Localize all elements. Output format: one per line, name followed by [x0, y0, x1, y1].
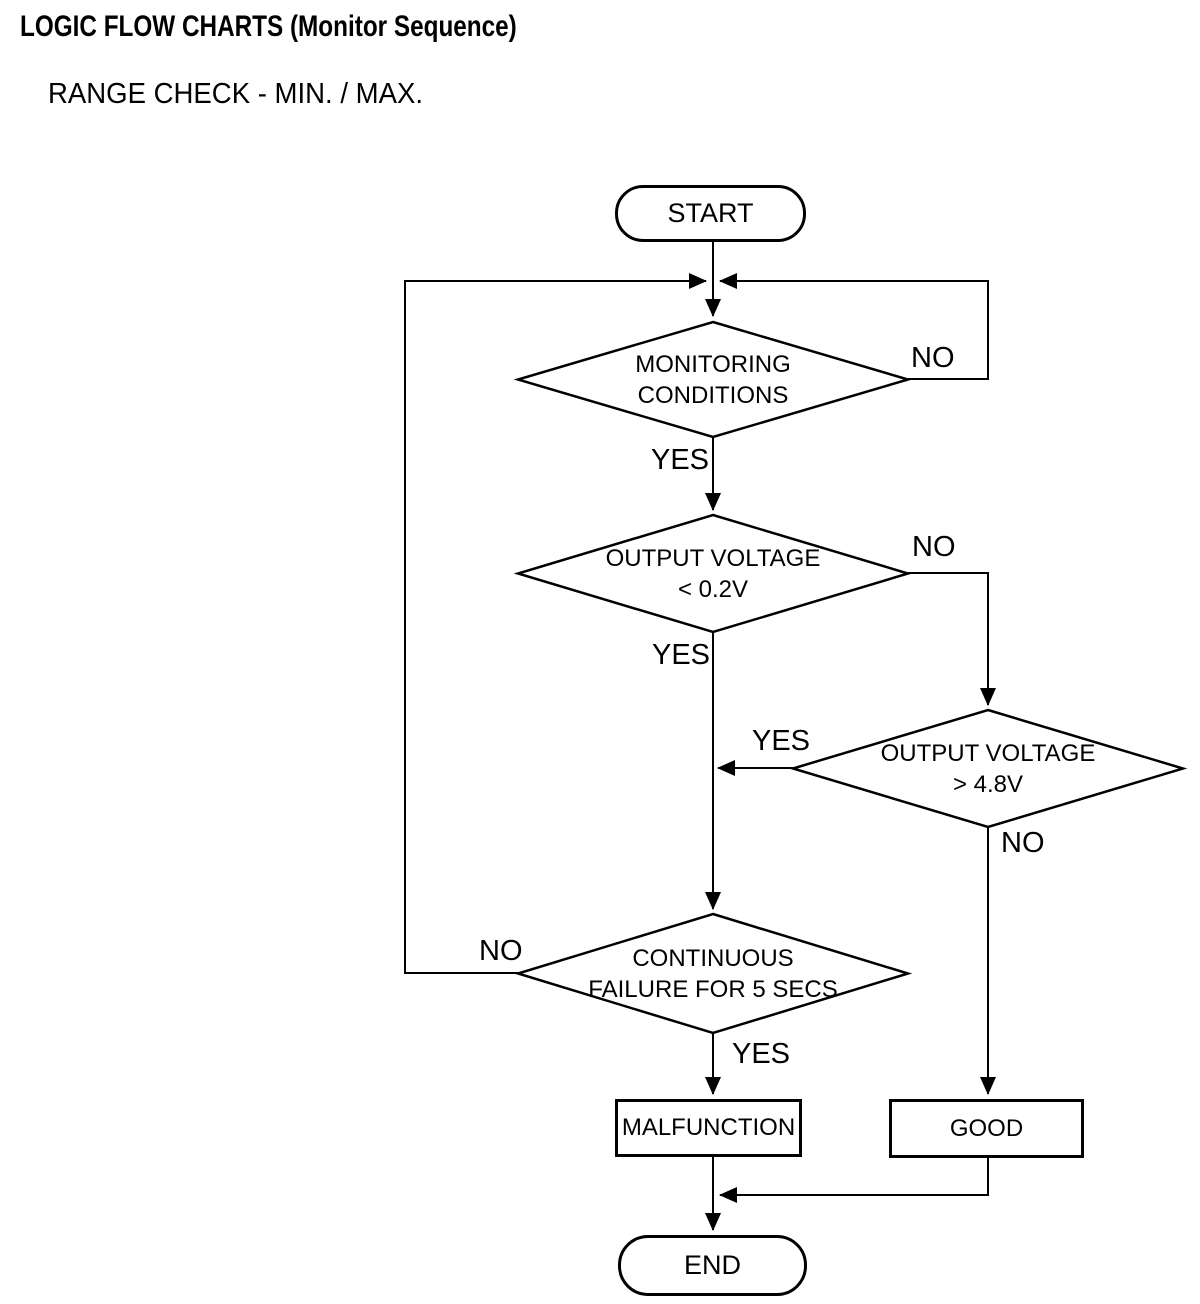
- good-label: GOOD: [949, 1114, 1024, 1142]
- monitoring-conditions-diamond: [513, 320, 913, 439]
- edge-label-voltage-min-yes: YES: [652, 639, 711, 671]
- malfunction-label: MALFUNCTION: [621, 1114, 796, 1141]
- malfunction-node: MALFUNCTION: [615, 1099, 802, 1157]
- edge-label-monitoring-yes: YES: [651, 444, 710, 476]
- output-voltage-min-diamond: [513, 513, 913, 634]
- edge-label-voltage-max-yes: YES: [752, 725, 811, 757]
- edge-monitoring-no-loop: [719, 273, 989, 380]
- end-node: END: [618, 1235, 807, 1296]
- good-node: GOOD: [889, 1099, 1084, 1158]
- page-subtitle: RANGE CHECK - MIN. / MAX.: [48, 78, 424, 110]
- edge-label-monitoring-no: NO: [911, 342, 955, 374]
- output-voltage-max-diamond: [788, 708, 1188, 829]
- edge-label-voltage-min-no: NO: [912, 531, 956, 563]
- edge-label-continuous-yes: YES: [732, 1038, 791, 1070]
- edge-continuous-no-loop: [404, 273, 707, 974]
- edge-voltage-min-no: [908, 572, 996, 706]
- continuous-failure-diamond: [513, 912, 913, 1035]
- page-title: LOGIC FLOW CHARTS (Monitor Sequence): [20, 10, 517, 43]
- edge-label-voltage-max-no: NO: [1001, 827, 1045, 859]
- edge-label-continuous-no: NO: [479, 935, 523, 967]
- edge-good-to-end: [719, 1158, 989, 1203]
- start-label: START: [667, 198, 754, 228]
- start-node: START: [615, 185, 806, 242]
- end-label: END: [683, 1250, 741, 1280]
